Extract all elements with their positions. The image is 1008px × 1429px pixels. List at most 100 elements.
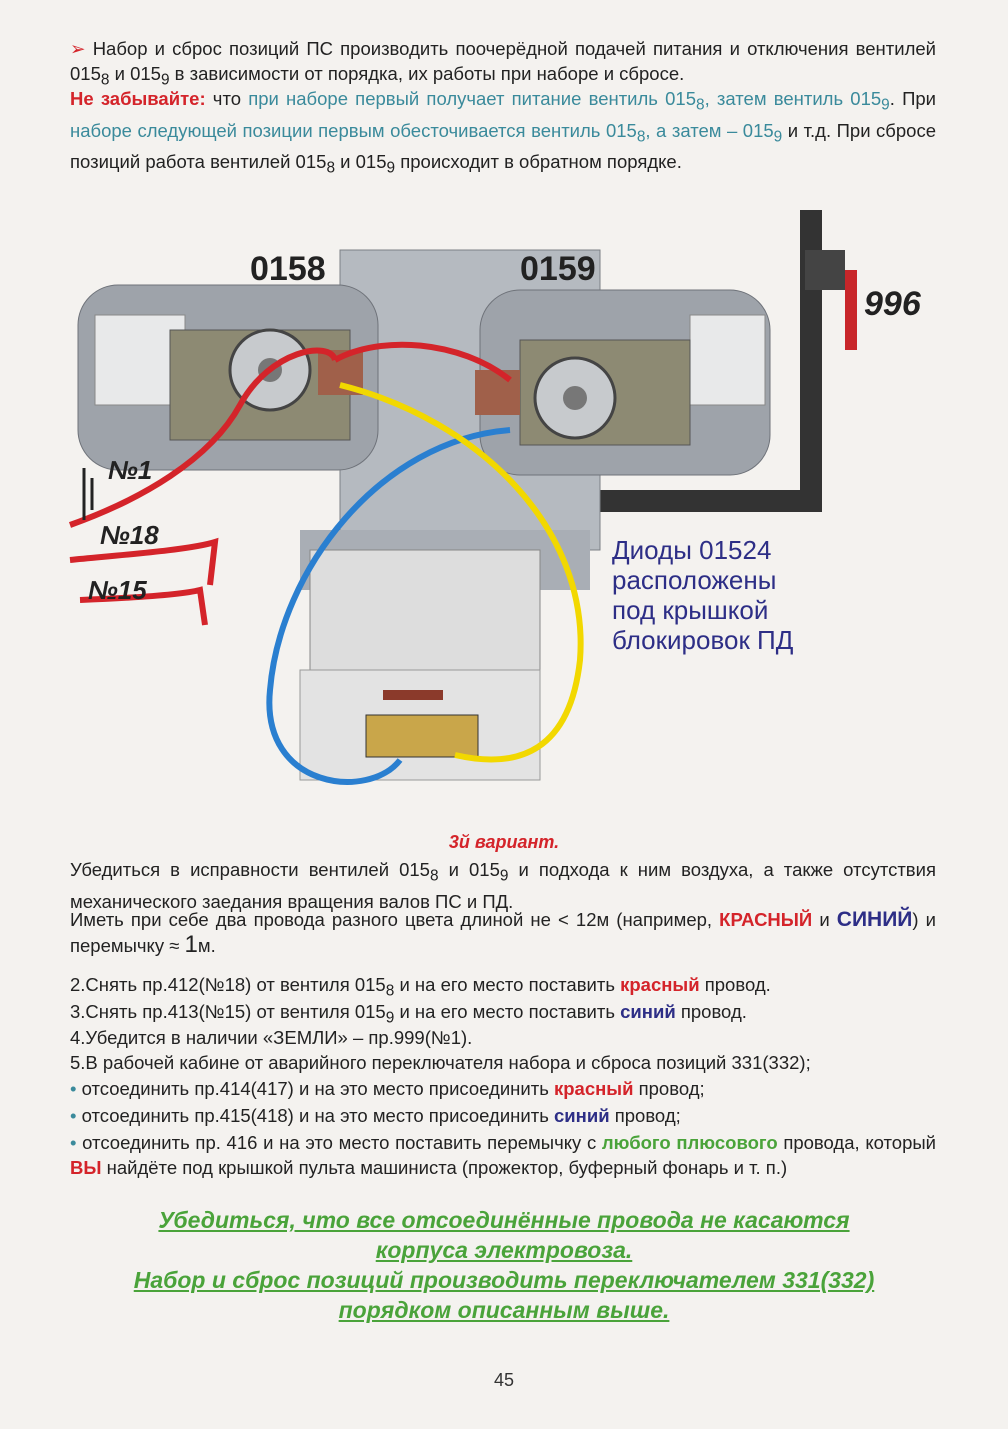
text: отсоединить пр. 416 и на это место поста… xyxy=(82,1132,602,1153)
bullet-1: • отсоединить пр.414(417) и на это место… xyxy=(70,1076,936,1101)
text: происходит в обратном порядке. xyxy=(395,151,682,173)
red-word: ВЫ xyxy=(70,1157,102,1178)
text: и на его место поставить xyxy=(394,974,621,995)
intro-text: в зависимости от порядка, их работы при … xyxy=(169,63,685,84)
red-word: красный xyxy=(553,1078,634,1099)
warning-label: Не забывайте: xyxy=(70,88,206,109)
blue-wire xyxy=(266,427,511,785)
text: отсоединить пр.415(418) и на это место п… xyxy=(81,1105,554,1126)
text: Иметь при себе два провода разного цвета… xyxy=(70,909,720,930)
step-2: 2.Снять пр.412(№18) от вентиля 0158 и на… xyxy=(70,972,936,1004)
text: и 015 xyxy=(438,859,500,880)
text: и 015 xyxy=(335,151,387,173)
text: 1 xyxy=(184,931,198,958)
diodes-note: Диоды 01524 расположены под крышкой блок… xyxy=(612,535,793,655)
wire-18-label: №18 xyxy=(100,520,159,550)
valve-right-core xyxy=(563,386,587,410)
diodes-note-line: Диоды 01524 xyxy=(612,535,772,565)
valve-996-label: 996 xyxy=(864,285,921,323)
text: провод. xyxy=(675,1001,747,1022)
diodes-note-line: расположены xyxy=(612,565,777,595)
green-word: любого плюсового xyxy=(601,1132,778,1153)
bullet-3: • отсоединить пр. 416 и на это место пос… xyxy=(70,1130,936,1180)
wire-1-label: №1 xyxy=(108,455,153,485)
text: и на его место поставить xyxy=(394,1001,621,1022)
step-5: 5.В рабочей кабине от аварийного переклю… xyxy=(70,1050,936,1075)
text: , затем вентиль 015 xyxy=(704,88,882,109)
wire-15-label: №15 xyxy=(88,575,147,605)
text: . При xyxy=(889,88,936,109)
sub: 8 xyxy=(429,867,439,885)
bullet-icon: • xyxy=(70,1132,77,1153)
diodes-note-line: блокировок ПД xyxy=(612,625,794,655)
sub: 8 xyxy=(385,982,395,1000)
sub: 8 xyxy=(326,160,336,178)
intro-paragraph: ➢ Набор и сброс позиций ПС производить п… xyxy=(70,36,936,93)
text: и т.д. При сбросе позиций работа вентиле… xyxy=(70,119,937,173)
diode-terminal-block xyxy=(365,714,479,758)
text: Убедиться в исправности вентилей 015 xyxy=(70,859,430,880)
text: провод. xyxy=(699,974,771,995)
sub: 8 xyxy=(100,71,110,89)
valve-right-label: 0159 xyxy=(520,250,596,288)
valve-right-terminal xyxy=(475,370,520,415)
bullet-2: • отсоединить пр.415(418) и на это место… xyxy=(70,1103,936,1128)
valve-right-window xyxy=(689,314,766,406)
red-wire xyxy=(68,347,338,528)
text: провод; xyxy=(633,1078,705,1099)
blue-wire-word: СИНИЙ xyxy=(836,908,913,931)
text: 4.Убедится в наличии «ЗЕМЛИ» – пр.999(№1… xyxy=(70,1027,473,1048)
sub: 9 xyxy=(385,1009,395,1027)
diode-component xyxy=(383,690,443,700)
text: ) и перемычку ≈ xyxy=(70,909,937,956)
red-word: красный xyxy=(620,974,700,995)
wire-18 xyxy=(69,537,219,586)
wire-15 xyxy=(79,586,208,626)
red-wire-bridge xyxy=(333,341,512,383)
blue-word: синий xyxy=(553,1105,610,1126)
text: и xyxy=(812,909,837,930)
text: при наборе первый получает питание венти… xyxy=(248,88,696,109)
bullet-icon: • xyxy=(70,1078,77,1099)
final-line-1: Убедиться, что все отсоединённые провода… xyxy=(158,1207,850,1233)
blue-word: синий xyxy=(620,1001,676,1022)
text: наборе следующей позиции первым обесточи… xyxy=(70,119,637,141)
diodes-note-line: под крышкой xyxy=(612,595,769,625)
final-line-2: корпуса электровоза. xyxy=(375,1237,633,1263)
sub: 8 xyxy=(696,96,705,114)
page-number: 45 xyxy=(493,1370,515,1390)
final-line-3: Набор и сброс позиций производить перекл… xyxy=(133,1267,875,1293)
diagram-svg xyxy=(68,210,857,785)
paragraph-wires: Иметь при себе два провода разного цвета… xyxy=(70,907,936,958)
arrow-bullet-icon: ➢ xyxy=(70,38,86,59)
interlock-contacts xyxy=(309,549,541,681)
text: м. xyxy=(197,935,216,956)
text: отсоединить пр.414(417) и на это место п… xyxy=(81,1078,554,1099)
sub: 9 xyxy=(160,71,170,89)
sub: 9 xyxy=(881,96,890,114)
text: провода, который xyxy=(777,1132,936,1153)
intro-text: и 015 xyxy=(109,63,161,84)
text: 3.Снять пр.413(№15) от вентиля 015 xyxy=(70,1001,386,1022)
sub: 9 xyxy=(386,160,396,178)
step-3: 3.Снять пр.413(№15) от вентиля 0159 и на… xyxy=(70,999,936,1031)
variant-heading: 3й вариант. xyxy=(448,832,560,852)
text: что xyxy=(205,88,249,109)
text: провод; xyxy=(609,1105,681,1126)
intro-text: Набор и сброс позиций ПС производить поо… xyxy=(70,38,937,84)
sub: 8 xyxy=(636,128,646,146)
text: 5.В рабочей кабине от аварийного переклю… xyxy=(70,1052,811,1073)
text: и подхода к ним воздуха, а также отсутст… xyxy=(70,859,936,912)
warning-paragraph: Не забывайте: что при наборе первый полу… xyxy=(70,86,936,181)
sub: 9 xyxy=(773,128,783,146)
red-wire-word: КРАСНЫЙ xyxy=(719,909,813,930)
yellow-wire xyxy=(339,382,584,763)
step-4: 4.Убедится в наличии «ЗЕМЛИ» – пр.999(№1… xyxy=(70,1025,936,1050)
bullet-icon: • xyxy=(70,1105,77,1126)
valve-wiring-diagram: 0158 0159 996 №1 №18 №15 Диоды 01524 рас… xyxy=(0,190,1008,850)
valve-996-handle xyxy=(845,270,857,350)
valve-left-label: 0158 xyxy=(250,250,326,288)
text: найдёте под крышкой пульта машиниста (пр… xyxy=(101,1157,788,1178)
valve-996-body xyxy=(805,250,845,290)
